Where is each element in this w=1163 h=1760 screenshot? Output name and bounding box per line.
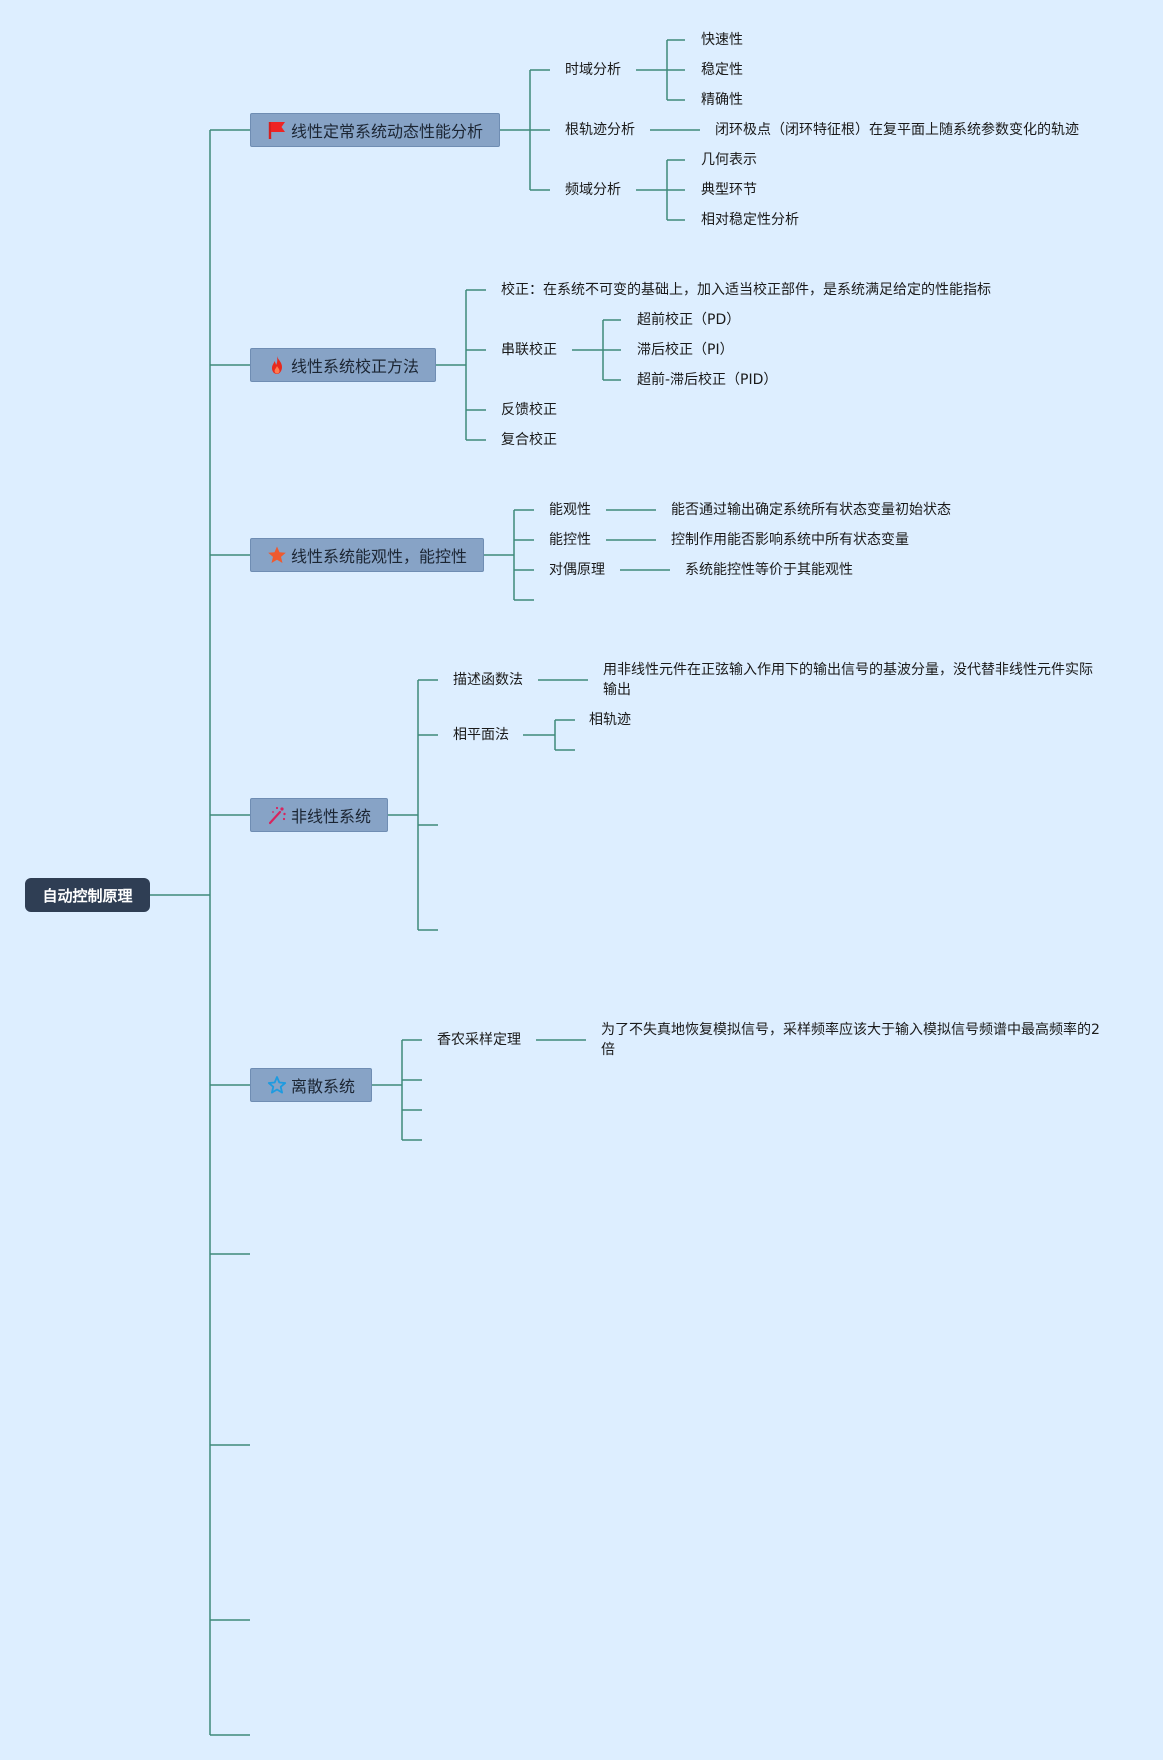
leaf-lag-correction[interactable]: 滞后校正（PI） xyxy=(637,342,734,358)
topic-nonlinear-systems[interactable]: 非线性系统 xyxy=(250,798,388,832)
leaf-shannon-sampling-definition[interactable]: 为了不失真地恢复模拟信号，采样频率应该大于输入模拟信号频谱中最高频率的2倍 xyxy=(601,1022,1100,1058)
topic-discrete-systems[interactable]: 离散系统 xyxy=(250,1068,372,1102)
red-flag-icon xyxy=(267,120,287,140)
leaf-phase-trajectory[interactable]: 相轨迹 xyxy=(589,712,631,728)
subtopic-observability[interactable]: 能观性 xyxy=(549,502,591,518)
leaf-relative-stability[interactable]: 相对稳定性分析 xyxy=(701,212,799,228)
subtopic-phase-plane[interactable]: 相平面法 xyxy=(453,727,509,743)
subtopic-series-correction[interactable]: 串联校正 xyxy=(501,342,557,358)
subtopic-root-locus[interactable]: 根轨迹分析 xyxy=(565,122,635,138)
topic-label: 线性定常系统动态性能分析 xyxy=(291,122,484,141)
leaf-observability-definition[interactable]: 能否通过输出确定系统所有状态变量初始状态 xyxy=(671,502,951,518)
topic-label: 线性系统校正方法 xyxy=(291,357,420,376)
leaf-root-locus-definition[interactable]: 闭环极点（闭环特征根）在复平面上随系统参数变化的轨迹 xyxy=(715,122,1079,138)
leaf-geometric-representation[interactable]: 几何表示 xyxy=(701,152,757,168)
leaf-lead-lag-correction[interactable]: 超前-滞后校正（PID） xyxy=(637,372,778,388)
topic-linear-dynamic-analysis[interactable]: 线性定常系统动态性能分析 xyxy=(250,113,500,147)
magic-wand-icon xyxy=(267,805,287,825)
subtopic-compound-correction[interactable]: 复合校正 xyxy=(501,432,557,448)
subtopic-correction-definition[interactable]: 校正：在系统不可变的基础上，加入适当校正部件，是系统满足给定的性能指标 xyxy=(501,282,991,298)
subtopic-describing-function[interactable]: 描述函数法 xyxy=(453,672,523,688)
leaf-accuracy[interactable]: 精确性 xyxy=(701,92,743,108)
subtopic-time-domain[interactable]: 时域分析 xyxy=(565,62,621,78)
leaf-stability[interactable]: 稳定性 xyxy=(701,62,743,78)
leaf-duality-definition[interactable]: 系统能控性等价于其能观性 xyxy=(685,562,853,578)
subtopic-feedback-correction[interactable]: 反馈校正 xyxy=(501,402,557,418)
leaf-typical-element[interactable]: 典型环节 xyxy=(701,182,757,198)
leaf-controllability-definition[interactable]: 控制作用能否影响系统中所有状态变量 xyxy=(671,532,909,548)
subtopic-shannon-sampling[interactable]: 香农采样定理 xyxy=(437,1032,521,1048)
leaf-lead-correction[interactable]: 超前校正（PD） xyxy=(637,312,741,328)
subtopic-frequency-domain[interactable]: 频域分析 xyxy=(565,182,621,198)
topic-label: 离散系统 xyxy=(291,1077,356,1096)
subtopic-controllability[interactable]: 能控性 xyxy=(549,532,591,548)
fire-icon xyxy=(267,355,287,375)
topic-observability-controllability[interactable]: 线性系统能观性，能控性 xyxy=(250,538,484,572)
topic-linear-correction[interactable]: 线性系统校正方法 xyxy=(250,348,436,382)
root-topic[interactable]: 自动控制原理 xyxy=(25,878,150,912)
blue-star-outline-icon xyxy=(267,1075,287,1095)
topic-label: 线性系统能观性，能控性 xyxy=(291,547,468,566)
orange-star-icon xyxy=(267,545,287,565)
leaf-describing-function-definition[interactable]: 用非线性元件在正弦输入作用下的输出信号的基波分量，没代替非线性元件实际输出 xyxy=(603,662,1093,698)
subtopic-duality-principle[interactable]: 对偶原理 xyxy=(549,562,605,578)
topic-label: 非线性系统 xyxy=(291,807,372,826)
leaf-rapidity[interactable]: 快速性 xyxy=(701,32,743,48)
